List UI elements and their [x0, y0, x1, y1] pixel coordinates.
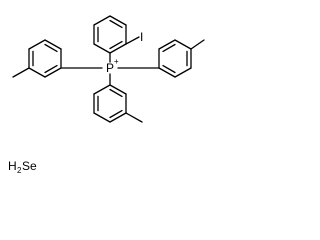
tolyl-ring-bottom [93, 84, 127, 123]
h2se-prefix: H [8, 159, 17, 173]
tolyl-ring-right [158, 39, 192, 78]
methyl-bond-bottom [125, 112, 143, 123]
c-i-bond [125, 36, 140, 45]
phosphorus-label: P [106, 61, 114, 75]
chemical-structure: P + I H 2 Se [8, 15, 205, 175]
phosphorus-charge: + [114, 57, 119, 66]
iodophenyl-ring [93, 15, 127, 54]
h2se-subscript: 2 [17, 166, 22, 175]
iodine-label: I [140, 30, 143, 44]
h2se-element: Se [22, 159, 37, 173]
methyl-bond-right [190, 39, 205, 50]
tolyl-ring-left [28, 39, 62, 78]
methyl-bond-left [12, 67, 30, 78]
